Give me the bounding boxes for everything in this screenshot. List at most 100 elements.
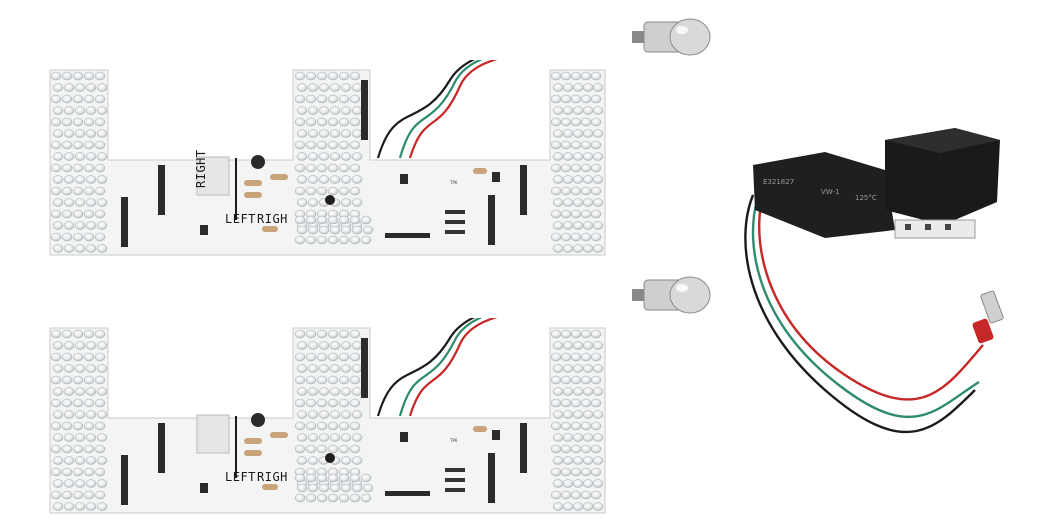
led — [96, 175, 108, 184]
led — [63, 83, 75, 92]
led — [562, 83, 574, 92]
resistor — [473, 168, 487, 174]
led — [85, 433, 97, 442]
led — [592, 244, 604, 253]
led — [316, 421, 328, 431]
led — [307, 129, 319, 138]
led — [570, 444, 582, 454]
led — [72, 467, 84, 477]
led — [572, 433, 584, 442]
led — [560, 329, 572, 339]
led — [63, 364, 75, 373]
led — [305, 352, 317, 362]
sleeve-text: E321827 — [763, 178, 794, 186]
led — [327, 71, 339, 81]
led — [550, 117, 562, 127]
led — [560, 140, 572, 150]
led — [50, 71, 62, 81]
led — [572, 244, 584, 253]
led — [52, 341, 64, 350]
led — [83, 94, 95, 104]
resistor — [270, 174, 288, 180]
led — [570, 352, 582, 362]
led — [362, 225, 374, 235]
led — [580, 94, 592, 104]
led — [72, 398, 84, 408]
led — [570, 232, 582, 242]
led — [592, 456, 604, 465]
led — [96, 479, 108, 488]
led — [50, 209, 62, 219]
pcb-outline — [49, 69, 606, 256]
led — [349, 71, 361, 81]
led — [590, 398, 602, 408]
led — [52, 244, 64, 253]
led — [94, 398, 106, 408]
led — [63, 387, 75, 396]
led — [74, 502, 86, 511]
led — [349, 444, 361, 454]
white-tag — [196, 414, 230, 454]
led — [316, 140, 328, 150]
led-array — [50, 329, 604, 511]
led — [580, 232, 592, 242]
led — [296, 225, 308, 235]
led — [338, 235, 350, 245]
led — [94, 232, 106, 242]
led — [74, 106, 86, 115]
ic-chip — [488, 195, 495, 245]
led — [294, 375, 306, 385]
led — [329, 410, 341, 419]
led — [351, 341, 363, 350]
led — [340, 106, 352, 115]
wire-red — [408, 44, 651, 159]
led — [360, 493, 372, 503]
led — [338, 473, 350, 483]
led — [340, 83, 352, 92]
led — [63, 129, 75, 138]
led — [590, 444, 602, 454]
led — [580, 140, 592, 150]
led — [570, 329, 582, 339]
led — [340, 387, 352, 396]
led — [294, 421, 306, 431]
led — [590, 352, 602, 362]
led — [560, 117, 572, 127]
led — [307, 198, 319, 207]
silk-vertical-label: RIGHT — [194, 149, 208, 188]
led — [562, 175, 574, 184]
led — [74, 456, 86, 465]
led — [63, 221, 75, 230]
led — [338, 444, 350, 454]
led — [96, 129, 108, 138]
led — [316, 329, 328, 339]
led — [94, 94, 106, 104]
led — [307, 433, 319, 442]
led — [294, 352, 306, 362]
led — [316, 94, 328, 104]
led — [307, 341, 319, 350]
led — [582, 502, 594, 511]
led — [351, 387, 363, 396]
led — [296, 129, 308, 138]
led — [572, 341, 584, 350]
led — [294, 444, 306, 454]
led — [550, 329, 562, 339]
led — [327, 94, 339, 104]
led — [349, 473, 361, 483]
led — [327, 444, 339, 454]
diode — [445, 478, 465, 482]
led-board-graphic: RIGHT LEFT RIGH TP6 — [49, 36, 651, 256]
led — [552, 410, 564, 419]
led — [83, 71, 95, 81]
led — [349, 375, 361, 385]
silk-right-label: RIGH — [257, 212, 288, 226]
led — [83, 467, 95, 477]
led — [592, 152, 604, 161]
led-array — [50, 71, 604, 253]
led — [72, 444, 84, 454]
led — [560, 444, 572, 454]
led — [580, 352, 592, 362]
led — [85, 456, 97, 465]
led — [351, 410, 363, 419]
